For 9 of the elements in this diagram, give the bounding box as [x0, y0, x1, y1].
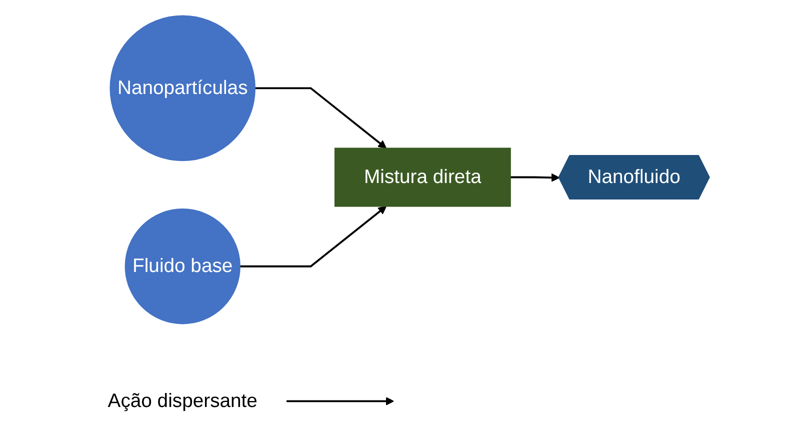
process-box: Mistura direta [334, 148, 510, 207]
hexagon-node: Nanofluido [558, 154, 710, 200]
arrow [286, 396, 394, 406]
circle-node: Nanopartículas [109, 15, 256, 162]
arrow [239, 206, 386, 268]
arrow [254, 87, 386, 149]
arrow [510, 173, 560, 182]
text-label: Ação dispersante [107, 390, 257, 412]
circle-node: Fluido base [124, 208, 240, 324]
